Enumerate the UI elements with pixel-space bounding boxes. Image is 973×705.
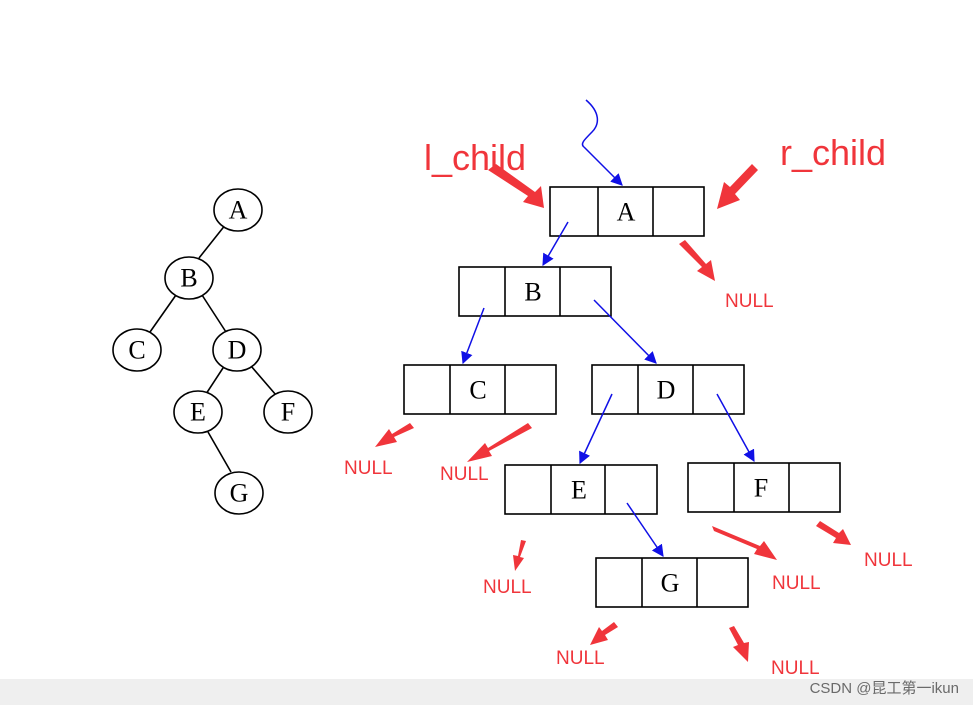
csdn-watermark: CSDN @昆工第一ikun: [809, 680, 959, 697]
null-label-f-left: NULL: [772, 573, 821, 594]
edge-b-c: [149, 294, 177, 333]
root-pointer-curve: [581, 99, 599, 148]
edge-d-e: [205, 367, 224, 395]
linked-node-e-label: E: [571, 476, 587, 505]
tree-node-d: [212, 328, 262, 372]
null-label-e-left: NULL: [483, 577, 532, 598]
tree-node-a-label: A: [229, 196, 248, 225]
linked-node-b: [458, 266, 612, 317]
null-arrow-g-left: [590, 622, 618, 645]
tree-node-g: [214, 471, 264, 515]
linked-node-a: [549, 186, 705, 237]
null-arrow-f-left: [712, 526, 777, 560]
null-label-g-left: NULL: [556, 648, 605, 669]
linked-node-f: [687, 462, 841, 513]
tree-node-e-label: E: [190, 398, 206, 427]
linked-node-d: [591, 364, 745, 415]
null-label-f-right: NULL: [864, 550, 913, 571]
tree-node-c: [112, 328, 162, 372]
linked-node-f-label: F: [754, 474, 768, 503]
null-label-a-right: NULL: [725, 291, 774, 312]
tree-node-b-label: B: [180, 264, 197, 293]
tree-node-e: [173, 390, 223, 434]
null-arrow-c-left: [375, 423, 414, 447]
linked-node-d-label: D: [657, 376, 676, 405]
linked-node-c-label: C: [469, 376, 486, 405]
tree-node-f-label: F: [281, 398, 295, 427]
linked-node-g: [595, 557, 749, 608]
tree-node-a: [213, 188, 263, 232]
linked-node-e: [504, 464, 658, 515]
pointer-e-to-g: [626, 502, 664, 557]
r-child-arrow: [717, 164, 758, 209]
null-arrow-c-right: [467, 423, 532, 462]
tree-node-c-label: C: [128, 336, 145, 365]
tree-node-d-label: D: [228, 336, 247, 365]
pointer-d-to-f: [716, 393, 755, 463]
null-arrow-g-right: [729, 626, 749, 662]
footer-bar: [0, 679, 973, 705]
edge-b-d: [201, 294, 227, 333]
root-pointer-arrow: [583, 146, 623, 186]
linked-node-a-label: A: [617, 198, 636, 227]
linked-node-b-label: B: [524, 278, 541, 307]
r-child-label: r_child: [780, 132, 886, 173]
tree-node-g-label: G: [230, 479, 249, 508]
null-label-c-left: NULL: [344, 458, 393, 479]
null-label-c-right: NULL: [440, 464, 489, 485]
abstract-tree: [112, 188, 313, 515]
null-arrow-a-right: [679, 240, 715, 281]
tree-node-b: [164, 256, 214, 300]
pointer-a-to-b: [542, 221, 569, 267]
edge-e-g: [207, 431, 232, 473]
null-arrow-f-right: [816, 521, 851, 545]
null-label-g-right: NULL: [771, 658, 820, 679]
edge-d-f: [250, 365, 277, 396]
null-arrow-e-left: [513, 540, 526, 571]
pointer-b-to-c: [461, 307, 485, 365]
pointer-d-to-e: [579, 393, 613, 465]
linked-node-g-label: G: [661, 569, 680, 598]
pointer-b-to-d: [593, 299, 657, 364]
linked-node-c: [403, 364, 557, 415]
edge-a-b: [198, 223, 227, 259]
tree-node-f: [263, 390, 313, 434]
l-child-label: l_child: [424, 137, 526, 178]
l-child-arrow: [488, 164, 544, 208]
